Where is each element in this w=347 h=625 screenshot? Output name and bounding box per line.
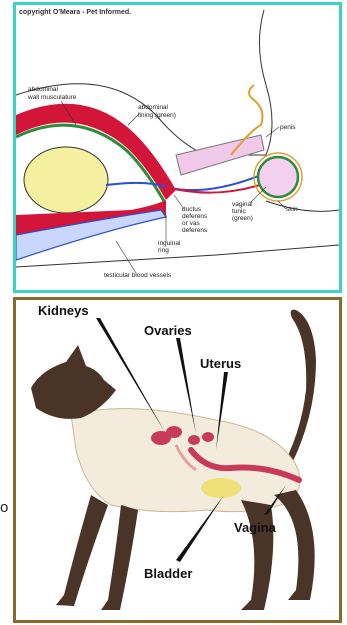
ovary-2 (202, 432, 214, 442)
label-blood-vessels: testicular blood vessels (104, 272, 172, 279)
label-inguinal-ring-2: ring (158, 247, 169, 254)
label-uterus: Uterus (200, 356, 241, 371)
cat-head (31, 345, 116, 419)
cat-front-leg-1 (56, 495, 108, 606)
label-abdominal-wall-2: wall musculature (27, 94, 77, 101)
label-ductus-1: ductus (182, 206, 202, 213)
testicle (258, 157, 298, 197)
label-inguinal-ring-1: inguinal (158, 240, 181, 247)
copyright-text: copyright O'Meara - Pet Informed. (19, 9, 131, 16)
male-anatomy-panel: copyright O'Meara - Pet Informed. abdomi… (13, 2, 342, 293)
bladder-shape (24, 147, 108, 213)
label-vaginal-tunic-2: tunic (232, 208, 246, 215)
label-penis: penis (280, 124, 296, 131)
skin-outline (266, 201, 339, 211)
female-anatomy-diagram: Kidneys Ovaries Uterus Vagina Bladder (16, 300, 339, 620)
cat-hind-leg-2 (274, 490, 315, 600)
label-vaginal-tunic-3: (green) (232, 215, 253, 222)
cat-front-leg-2 (101, 505, 138, 610)
kidney-2 (166, 426, 182, 438)
lower-outline (16, 245, 339, 267)
ovary-1 (188, 435, 200, 445)
label-abdominal-lining-1: abdominal (138, 104, 169, 111)
label-kidneys: Kidneys (38, 303, 89, 318)
bladder-organ (201, 478, 241, 498)
label-abdominal-lining-2: lining (green) (138, 112, 176, 119)
label-abdominal-wall-1: abdominal (28, 86, 59, 93)
body-outline (16, 10, 272, 155)
label-ductus-4: deferens (182, 227, 208, 234)
label-ductus-2: deferens (182, 213, 208, 220)
ductus-deferens (106, 175, 261, 190)
label-skin: skin (286, 206, 298, 213)
female-anatomy-panel: Kidneys Ovaries Uterus Vagina Bladder (13, 297, 342, 623)
label-bladder: Bladder (144, 566, 192, 581)
label-vagina: Vagina (234, 520, 277, 535)
stray-character: o (0, 499, 8, 516)
label-ovaries: Ovaries (144, 323, 192, 338)
male-anatomy-diagram: copyright O'Meara - Pet Informed. abdomi… (16, 5, 339, 290)
label-vaginal-tunic-1: vaginal (232, 201, 253, 208)
cat-hind-leg-1 (241, 500, 273, 610)
label-ductus-3: or vas (182, 220, 200, 227)
